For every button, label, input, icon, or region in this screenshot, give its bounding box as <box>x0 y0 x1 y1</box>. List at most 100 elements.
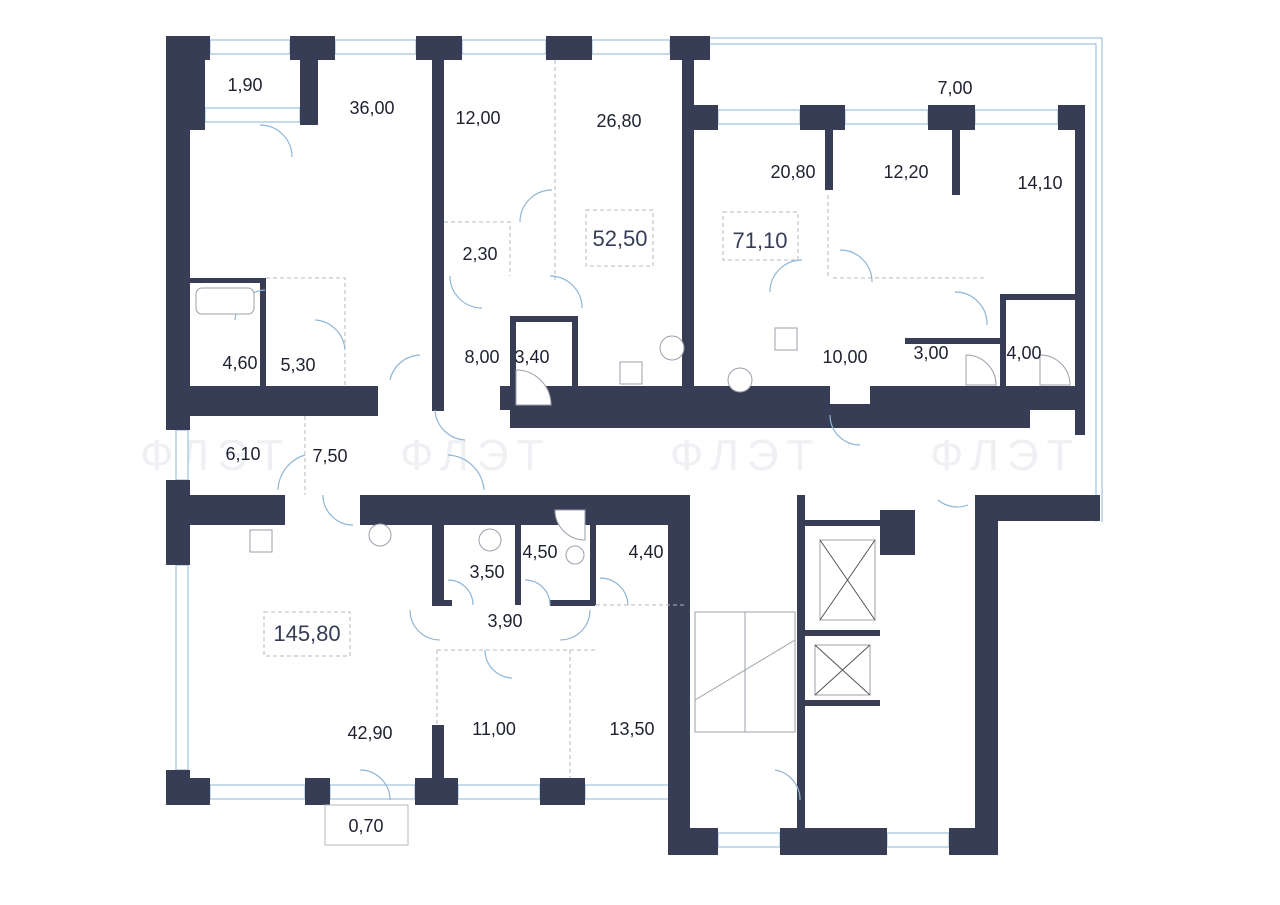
fixtures <box>195 287 1071 565</box>
room-area: 12,20 <box>883 162 928 182</box>
wall <box>905 338 1005 344</box>
window <box>334 39 417 55</box>
wall <box>190 386 378 416</box>
room-area: 10,00 <box>822 347 867 367</box>
stove-icon <box>774 327 798 351</box>
room-area: 36,00 <box>349 98 394 118</box>
wall <box>668 828 718 855</box>
wall <box>805 700 880 706</box>
wall <box>432 36 444 411</box>
wall <box>805 520 880 526</box>
room-area: 14,10 <box>1017 173 1062 193</box>
toilet-icon <box>727 367 753 393</box>
apartment-area: 71,10 <box>732 228 787 253</box>
wall <box>190 278 266 283</box>
wall <box>880 510 915 555</box>
wall <box>432 600 452 606</box>
wall <box>260 280 266 388</box>
wall <box>510 316 576 322</box>
stove-icon <box>249 529 273 553</box>
room-area: 3,50 <box>469 562 504 582</box>
wall <box>546 36 592 60</box>
elevator-shafts <box>814 539 876 696</box>
wall <box>166 778 210 805</box>
wall <box>805 630 880 636</box>
room-area: 0,70 <box>348 816 383 836</box>
window <box>974 109 1059 125</box>
wall <box>190 60 205 130</box>
room-area: 7,50 <box>312 446 347 466</box>
wall <box>415 778 458 805</box>
wall <box>1000 294 1006 389</box>
window <box>461 39 547 55</box>
terrace-outline <box>710 37 1103 522</box>
windows <box>175 39 1059 848</box>
watermark-text: ФЛЭТ <box>140 431 291 480</box>
wall <box>166 36 190 430</box>
wall <box>800 105 845 130</box>
window <box>209 39 291 55</box>
shower-icon <box>515 354 1071 541</box>
wall <box>166 480 190 565</box>
zone-borders <box>263 60 985 778</box>
wall <box>952 130 960 195</box>
door-swings <box>234 124 988 801</box>
window <box>591 39 671 55</box>
apartment-area: 145,80 <box>273 621 340 646</box>
wall <box>190 495 285 525</box>
balcony <box>324 804 409 846</box>
bathtub-icon <box>195 287 255 315</box>
wall <box>780 828 887 855</box>
toilet-icon <box>478 528 502 552</box>
stove-icon <box>619 361 643 385</box>
wall <box>515 495 521 605</box>
apartment-area: 52,50 <box>592 226 647 251</box>
room-area: 2,30 <box>462 244 497 264</box>
window <box>717 109 801 125</box>
room-area: 3,90 <box>487 611 522 631</box>
wall <box>432 495 444 605</box>
wall <box>928 105 975 130</box>
room-area: 3,00 <box>913 343 948 363</box>
wall <box>975 495 998 855</box>
wall <box>1000 294 1075 300</box>
wall <box>870 386 1085 410</box>
room-area: 13,50 <box>609 719 654 739</box>
room-area: 26,80 <box>596 111 641 131</box>
wall <box>825 130 833 190</box>
sink-icon <box>659 335 685 361</box>
wall <box>590 495 596 605</box>
window <box>209 784 306 800</box>
room-area: 11,00 <box>472 719 516 739</box>
room-area: 3,40 <box>514 347 549 367</box>
window <box>886 832 950 848</box>
wall <box>682 36 694 411</box>
window <box>175 564 189 771</box>
wall <box>305 778 330 805</box>
wall <box>510 316 516 411</box>
window <box>329 784 416 800</box>
room-area: 20,80 <box>770 162 815 182</box>
toilet-icon <box>368 523 392 547</box>
room-area: 5,30 <box>280 355 315 375</box>
room-area: 42,90 <box>347 723 392 743</box>
wall <box>360 495 690 525</box>
window <box>584 784 671 800</box>
wall <box>290 36 335 60</box>
wall <box>550 600 595 606</box>
wall <box>572 316 578 411</box>
room-area: 1,90 <box>227 75 262 95</box>
window <box>457 784 541 800</box>
room-area: 4,50 <box>522 542 557 562</box>
wall <box>1075 105 1085 435</box>
wall <box>797 495 805 830</box>
wall <box>540 778 585 805</box>
room-area: 6,10 <box>225 444 260 464</box>
watermark-text: ФЛЭТ <box>930 431 1081 480</box>
watermark-text: ФЛЭТ <box>670 431 821 480</box>
room-area: 4,40 <box>628 542 663 562</box>
wall <box>668 495 690 855</box>
room-area: 4,00 <box>1006 343 1041 363</box>
